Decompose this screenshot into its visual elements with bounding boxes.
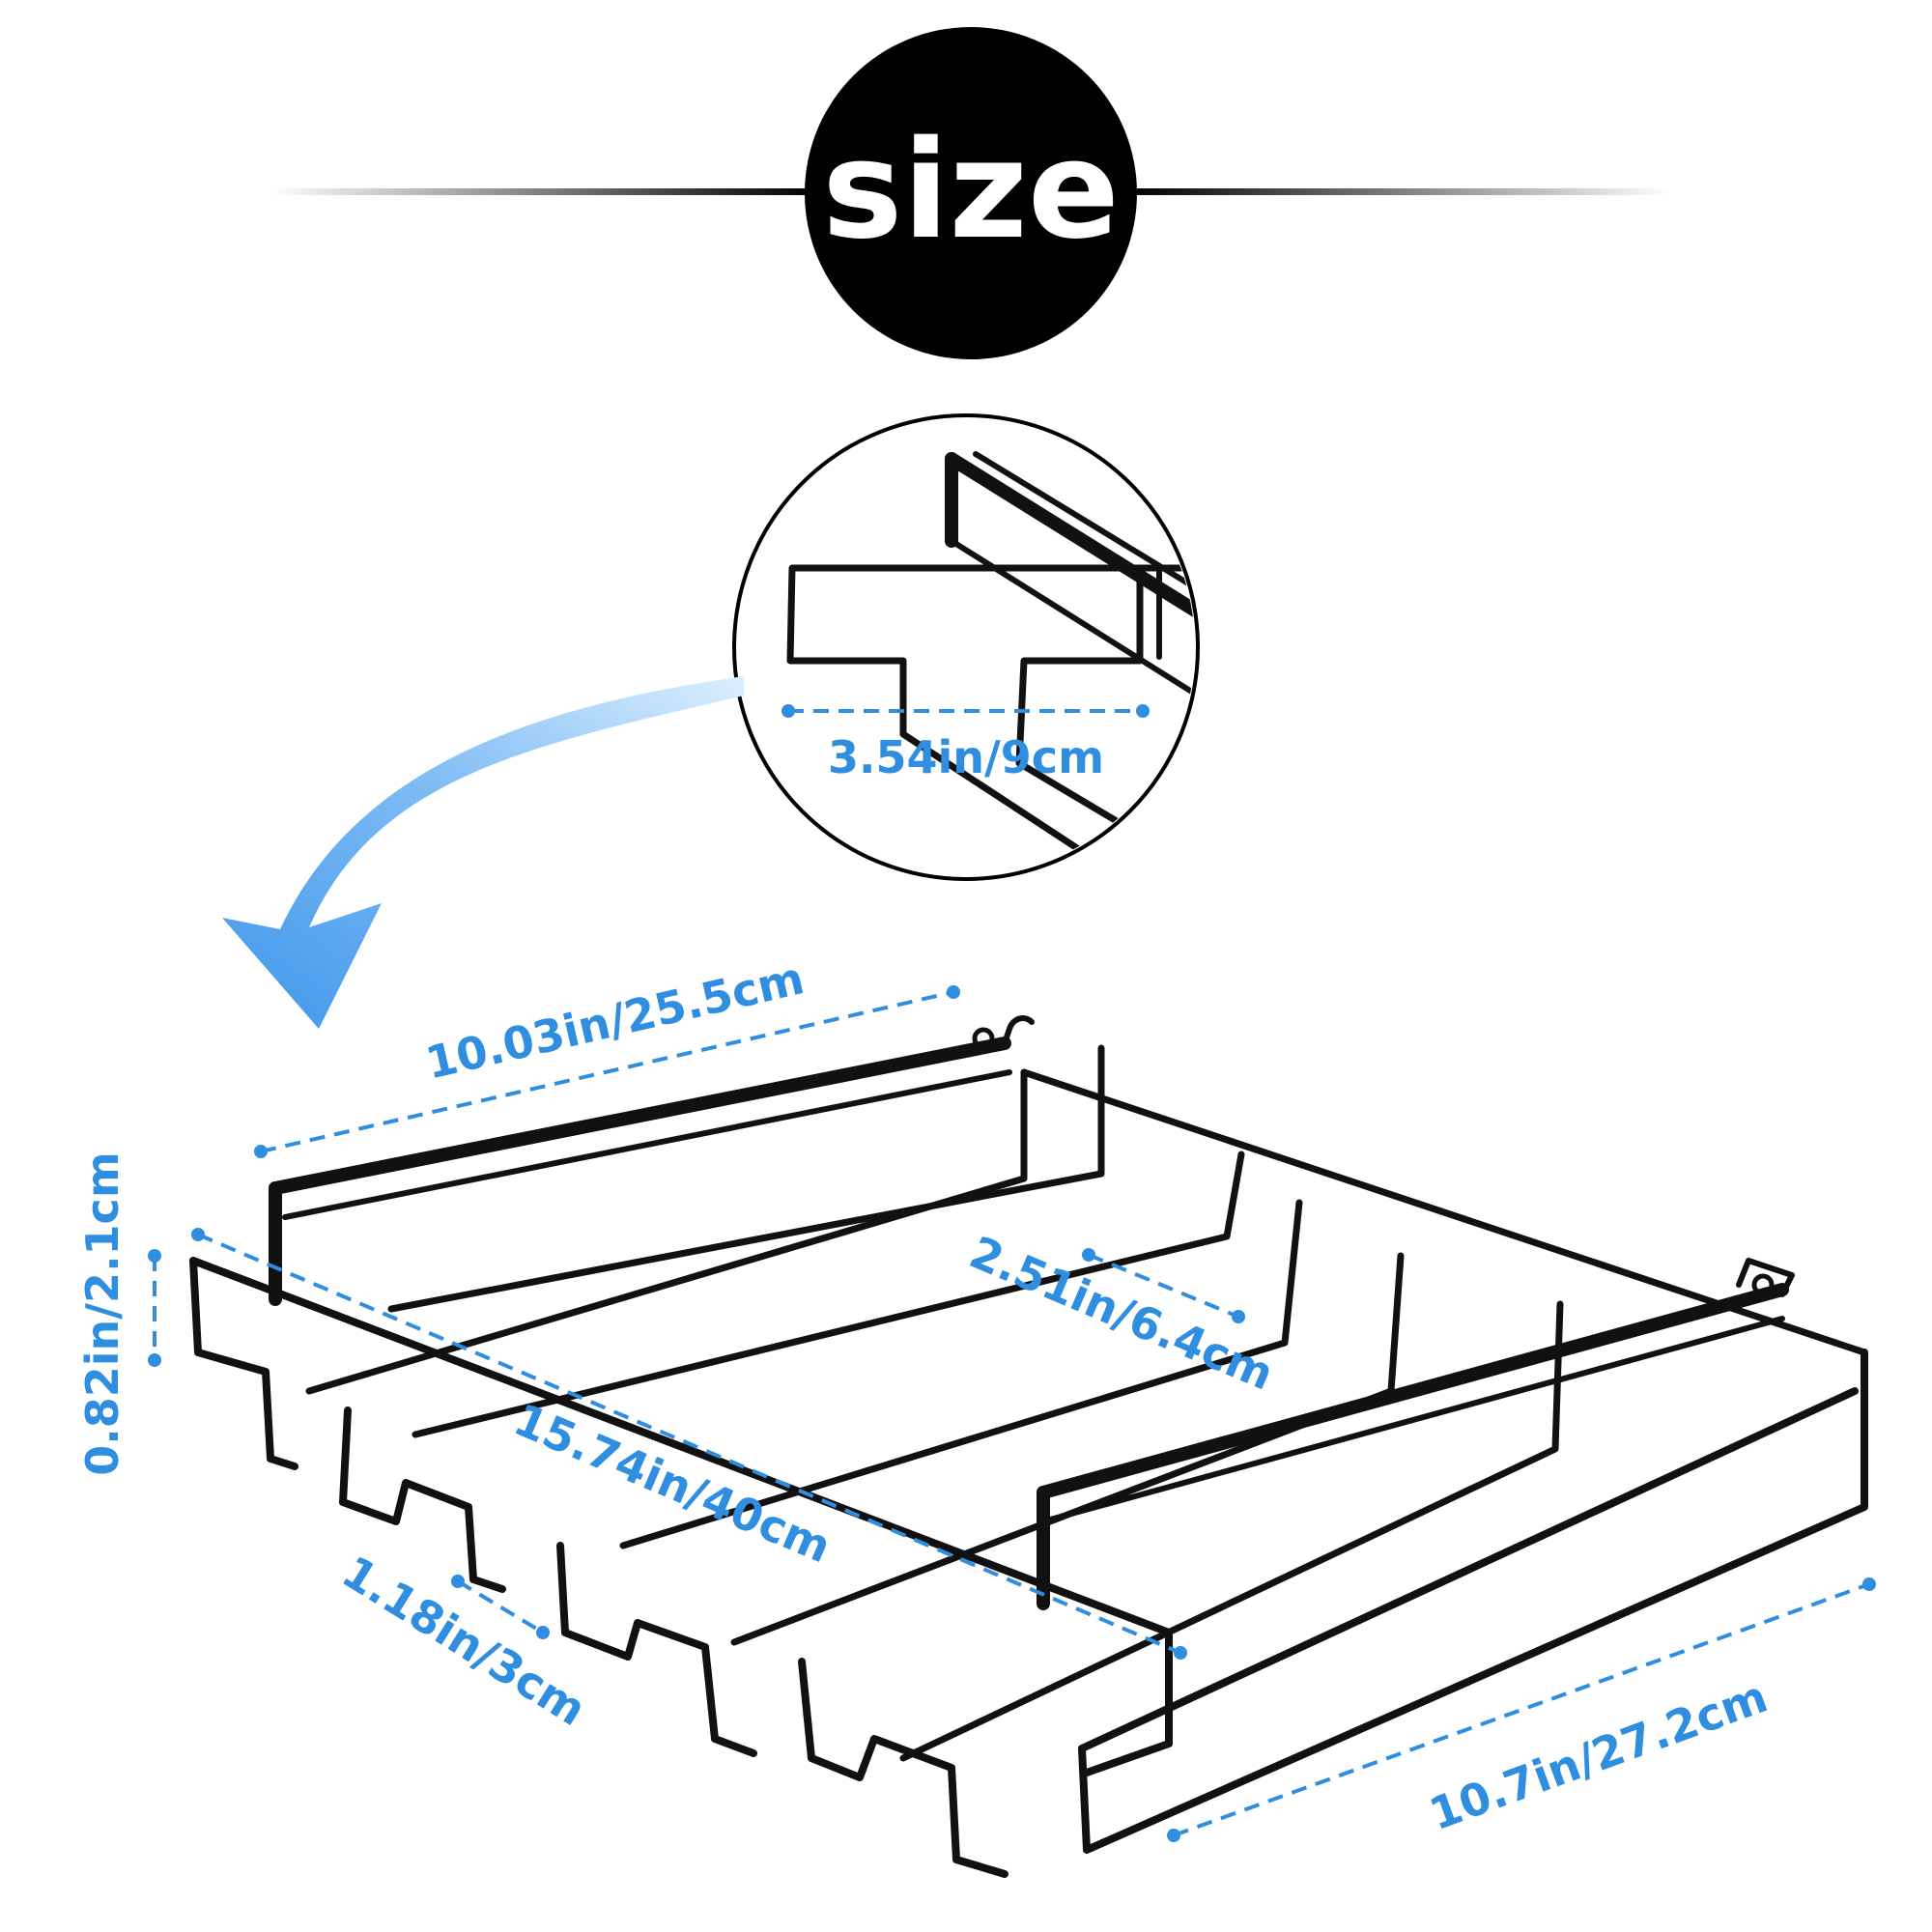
header: size [270,27,1671,359]
dimension-endpoints [148,985,1876,1842]
curved-arrow-icon [222,676,744,1029]
hook-gap-label: 3.54in/9cm [828,731,1104,783]
header-line-right [1130,188,1671,195]
dimension-lines [153,990,1870,1837]
title-badge [805,27,1137,359]
height-label: 0.82in/2.1cm [76,1151,128,1476]
hook-depth-label: 1.18in/3cm [333,1546,595,1736]
rack-width-label: 10.7in/27.2cm [1423,1670,1775,1840]
hook-gap-dimension [781,704,1150,718]
wine-glass-rack [189,1015,1868,1878]
magnify-circle-icon: 3.54in/9cm [732,413,1200,881]
header-line-left [270,188,811,195]
page-title: size [822,112,1120,270]
dimension-labels: 10.03in/25.5cm 0.82in/2.1cm 2.51in/6.4cm… [76,952,1774,1840]
